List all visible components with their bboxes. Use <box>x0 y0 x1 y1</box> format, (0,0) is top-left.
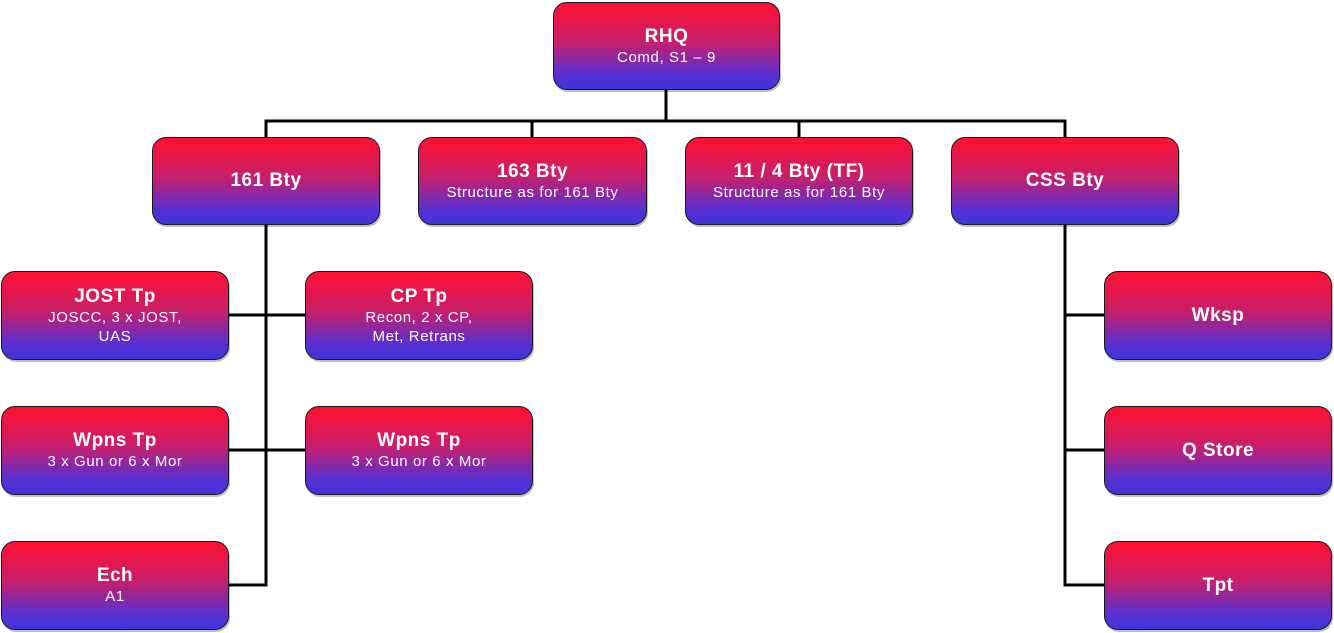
node-11-4-bty-sub: Structure as for 161 Bty <box>713 183 885 201</box>
node-jost-tp-sub-line1: JOSCC, 3 x JOST, <box>48 308 182 326</box>
node-cp-tp-sub-line2: Met, Retrans <box>372 327 466 345</box>
node-161-bty-title: 161 Bty <box>230 170 302 191</box>
node-wpns-tp-right-sub: 3 x Gun or 6 x Mor <box>351 453 487 470</box>
node-css-bty-title: CSS Bty <box>1025 170 1105 191</box>
node-rhq-title: RHQ <box>644 25 689 47</box>
node-wpns-tp-right: Wpns Tp 3 x Gun or 6 x Mor <box>305 406 533 495</box>
node-wpns-tp-right-title: Wpns Tp <box>377 430 461 451</box>
node-ech-title: Ech <box>96 565 134 586</box>
node-jost-tp-sub-line2: UAS <box>98 327 132 345</box>
node-cp-tp-sub-line1: Recon, 2 x CP, <box>365 308 473 326</box>
node-wpns-tp-left-title: Wpns Tp <box>73 430 157 451</box>
node-11-4-bty-title: 11 / 4 Bty (TF) <box>733 160 865 182</box>
node-tpt: Tpt <box>1104 541 1332 630</box>
node-161-bty: 161 Bty <box>152 137 380 225</box>
node-163-bty-sub: Structure as for 161 Bty <box>446 183 619 201</box>
node-css-bty: CSS Bty <box>951 137 1179 225</box>
node-wksp-title: Wksp <box>1191 304 1245 326</box>
node-jost-tp-title: JOST Tp <box>74 285 156 307</box>
node-tpt-title: Tpt <box>1202 574 1234 596</box>
node-11-4-bty: 11 / 4 Bty (TF) Structure as for 161 Bty <box>685 137 913 225</box>
node-jost-tp: JOST Tp JOSCC, 3 x JOST, UAS <box>1 271 229 360</box>
node-wksp: Wksp <box>1104 271 1332 360</box>
node-rhq-sub: Comd, S1 – 9 <box>617 48 716 66</box>
node-q-store-title: Q Store <box>1181 439 1255 461</box>
node-cp-tp: CP Tp Recon, 2 x CP, Met, Retrans <box>305 271 533 360</box>
node-ech-sub: A1 <box>105 588 125 605</box>
node-wpns-tp-left-sub: 3 x Gun or 6 x Mor <box>47 453 183 470</box>
node-wpns-tp-left: Wpns Tp 3 x Gun or 6 x Mor <box>1 406 229 495</box>
node-cp-tp-title: CP Tp <box>390 285 448 307</box>
node-163-bty-title: 163 Bty <box>496 160 569 182</box>
node-q-store: Q Store <box>1104 406 1332 495</box>
node-rhq: RHQ Comd, S1 – 9 <box>553 2 780 90</box>
node-163-bty: 163 Bty Structure as for 161 Bty <box>418 137 647 225</box>
node-ech: Ech A1 <box>1 541 229 630</box>
